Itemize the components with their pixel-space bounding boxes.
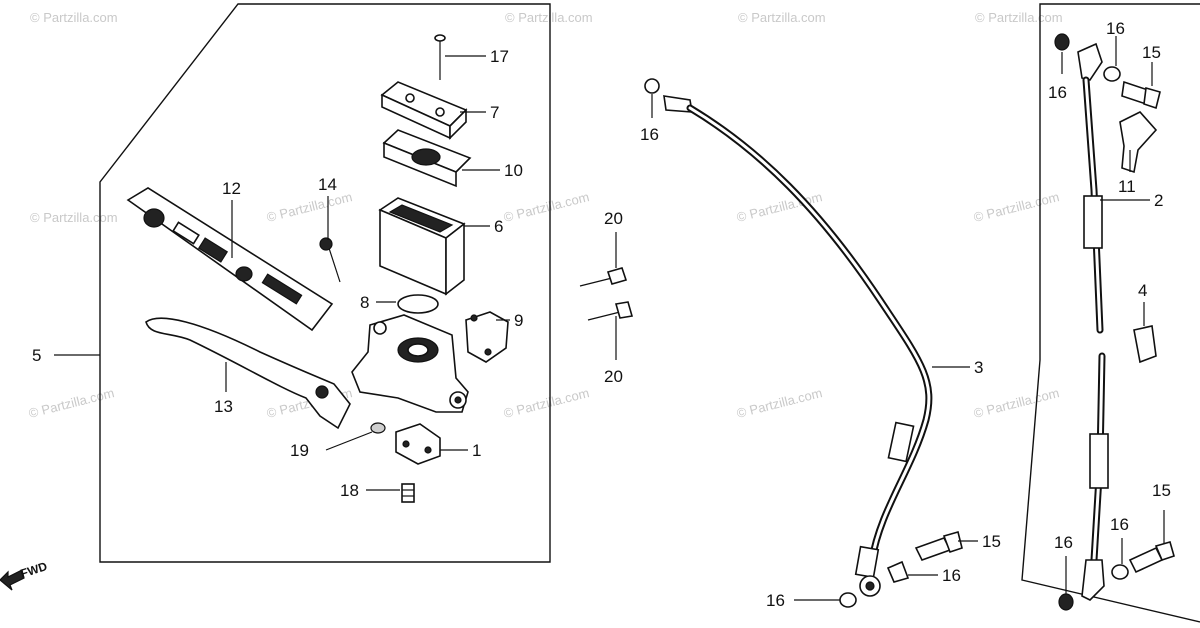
fwd-label: FWD [19, 559, 50, 581]
reservoir-cap-7 [380, 81, 468, 140]
callout-8: 8 [360, 293, 369, 312]
watermark: © Partzilla.com [738, 10, 826, 25]
arrow-left-icon [0, 569, 25, 591]
watermark: © Partzilla.com [27, 385, 116, 421]
reservoir-6 [378, 197, 466, 296]
watermark: © Partzilla.com [735, 385, 824, 421]
callout-20: 20 [604, 209, 623, 228]
callout-6: 6 [494, 217, 503, 236]
callout-2: 2 [1154, 191, 1163, 210]
callout-11: 11 [1118, 177, 1136, 196]
callout-15: 15 [1152, 481, 1171, 500]
watermark: © Partzilla.com [502, 385, 591, 421]
piston-set-12 [126, 187, 334, 332]
callout-10: 10 [504, 161, 523, 180]
callout-3: 3 [974, 358, 983, 377]
bolt-20-lower [587, 301, 634, 321]
watermark: © Partzilla.com [502, 189, 591, 225]
brake-lever-13 [145, 317, 351, 430]
forward-direction-indicator: FWD [0, 559, 50, 591]
callout-5: 5 [32, 346, 41, 365]
screw-17 [434, 34, 446, 80]
pivot-bolt-14 [319, 237, 341, 283]
watermark: © Partzilla.com [975, 10, 1063, 25]
watermark: © Partzilla.com [505, 10, 593, 25]
callout-16: 16 [1048, 83, 1067, 102]
callout-12: 12 [222, 179, 241, 198]
leader-lines [54, 36, 1165, 601]
diaphragm-10 [382, 129, 472, 188]
callout-15: 15 [1142, 43, 1161, 62]
master-cylinder-body [351, 314, 469, 413]
boot-19 [370, 422, 386, 434]
switch-1 [395, 423, 441, 465]
callout-labels: 17 7 10 12 14 6 8 9 5 13 19 1 18 20 20 1… [32, 19, 1171, 610]
callout-7: 7 [490, 103, 499, 122]
hose-frame [1021, 3, 1200, 623]
master-cylinder-frame [99, 3, 551, 563]
bolt-18 [401, 483, 415, 503]
watermark: © Partzilla.com [265, 189, 354, 225]
callout-17: 17 [490, 47, 509, 66]
brake-hose-3 [644, 78, 963, 608]
watermark: © Partzilla.com [972, 385, 1061, 421]
brake-hose-2 [1054, 33, 1175, 611]
callout-16: 16 [766, 591, 785, 610]
callout-19: 19 [290, 441, 309, 460]
callout-14: 14 [318, 175, 337, 194]
watermark: © Partzilla.com [30, 210, 118, 225]
bolt-20-upper [579, 267, 628, 287]
watermark: © Partzilla.com [30, 10, 118, 25]
callout-20: 20 [604, 367, 623, 386]
callout-16: 16 [1106, 19, 1125, 38]
callout-16: 16 [640, 125, 659, 144]
callout-16: 16 [1110, 515, 1129, 534]
o-ring-8 [397, 294, 439, 314]
callout-18: 18 [340, 481, 359, 500]
callout-9: 9 [514, 311, 523, 330]
callout-15: 15 [982, 532, 1001, 551]
callout-1: 1 [472, 441, 481, 460]
callout-16: 16 [1054, 533, 1073, 552]
watermark: © Partzilla.com [972, 189, 1061, 225]
holder-9 [465, 311, 509, 363]
callout-4: 4 [1138, 281, 1147, 300]
callout-13: 13 [214, 397, 233, 416]
callout-16: 16 [942, 566, 961, 585]
